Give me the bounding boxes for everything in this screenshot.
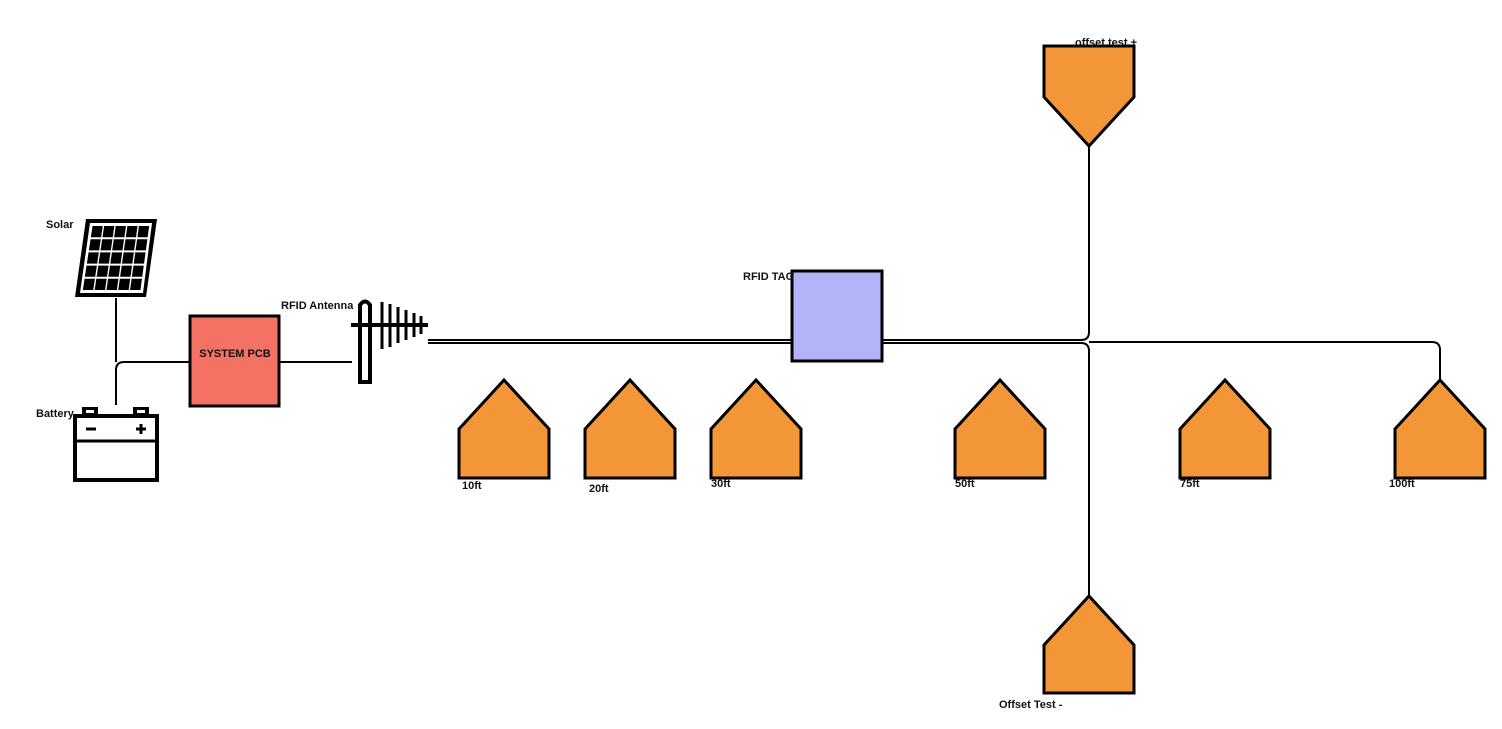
solar-cell <box>118 278 131 290</box>
battery-icon <box>73 407 159 482</box>
solar-cell <box>94 278 107 290</box>
rfid-tag-box <box>790 269 884 363</box>
rfid-antenna-label: RFID Antenna <box>281 300 354 312</box>
solar-cell <box>130 278 142 290</box>
distance-markers: 10ft 20ft 30ft 50ft 75ft 100ft <box>457 377 1487 495</box>
distance-marker <box>583 377 677 480</box>
connections <box>115 146 1441 596</box>
rfid-tag-label: RFID TAG <box>743 271 794 283</box>
solar-cell <box>120 265 133 277</box>
solar-cell <box>100 239 113 251</box>
system-pcb-box <box>188 314 281 408</box>
offset-test-minus-marker <box>1042 593 1136 695</box>
solar-cell <box>131 265 144 277</box>
solar-cell <box>90 226 103 238</box>
offset-test-plus-marker <box>1042 44 1136 149</box>
solar-label: Solar <box>46 219 74 231</box>
solar-cell <box>123 239 136 251</box>
solar-cell <box>82 278 95 290</box>
distance-marker <box>709 377 803 480</box>
distance-marker-label: 75ft <box>1180 478 1200 490</box>
solar-cell <box>122 252 134 264</box>
battery-to-pcb-wire <box>115 361 190 405</box>
solar-cell <box>98 252 111 264</box>
distance-marker <box>1178 377 1272 480</box>
solar-cell <box>125 226 138 238</box>
distance-marker-label: 50ft <box>955 478 975 490</box>
solar-cell <box>84 265 97 277</box>
offset-test-minus-label: Offset Test - <box>999 699 1063 711</box>
solar-panel-icon <box>75 219 157 297</box>
distance-marker-label: 10ft <box>462 480 482 492</box>
solar-cell <box>86 252 99 264</box>
solar-cell <box>88 239 101 251</box>
distance-marker <box>953 377 1047 480</box>
distance-marker <box>457 377 551 480</box>
solar-cell <box>135 239 148 251</box>
antenna-to-100ft-line <box>1089 341 1441 380</box>
solar-cell <box>133 252 146 264</box>
distance-marker-label: 30ft <box>711 478 731 490</box>
distance-marker-label: 20ft <box>589 483 609 495</box>
yagi-antenna-icon <box>351 299 428 384</box>
solar-cells <box>82 226 150 290</box>
solar-cell <box>102 226 115 238</box>
antenna-to-offset-plus-line <box>428 146 1090 341</box>
distance-marker <box>1393 377 1487 480</box>
solar-cell <box>96 265 109 277</box>
solar-cell <box>137 226 150 238</box>
solar-cell <box>114 226 126 238</box>
solar-cell <box>106 278 119 290</box>
distance-marker-label: 100ft <box>1389 478 1415 490</box>
solar-cell <box>112 239 125 251</box>
system-pcb-label: SYSTEM PCB <box>199 348 271 360</box>
battery-label: Battery <box>36 408 75 420</box>
antenna-to-offset-minus-line <box>428 342 1090 596</box>
solar-cell <box>108 265 121 277</box>
offset-test-plus-label: offset test + <box>1075 37 1137 49</box>
solar-cell <box>110 252 123 264</box>
